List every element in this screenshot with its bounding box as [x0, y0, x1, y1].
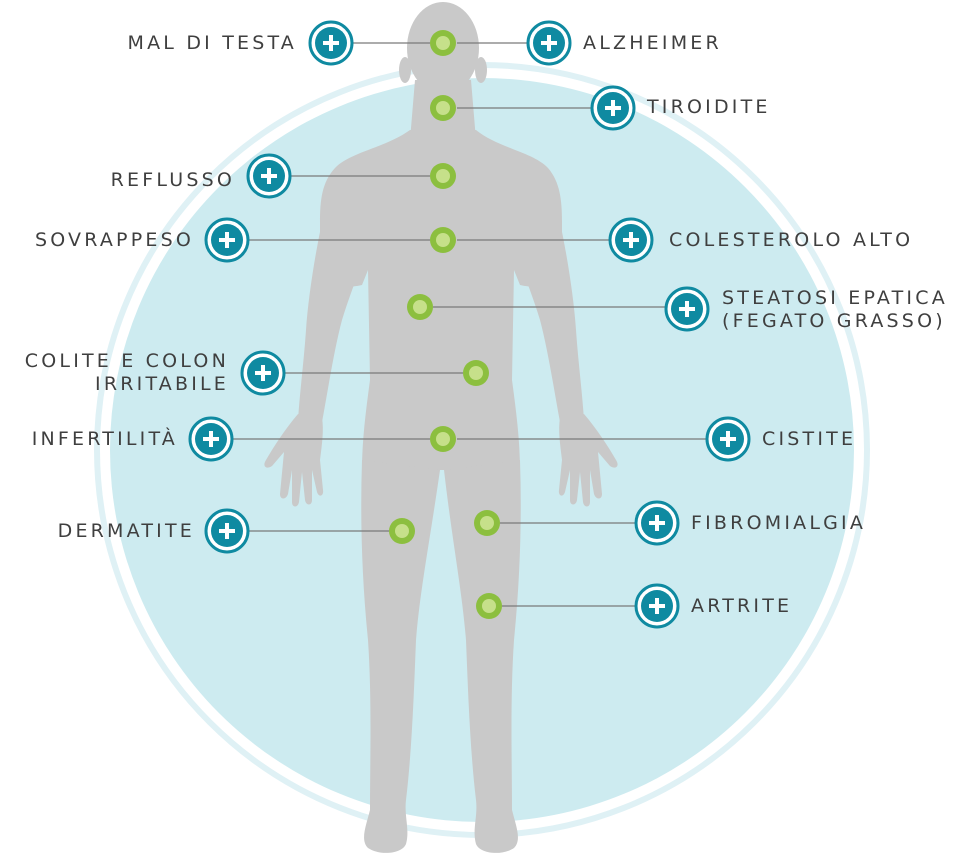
point-liver: [407, 294, 433, 320]
plus-circle-icon-colite[interactable]: [242, 352, 284, 394]
point-upper-abdomen: [430, 227, 456, 253]
point-head: [430, 30, 456, 56]
label-reflusso[interactable]: REFLUSSO: [111, 169, 235, 192]
label-infertilita[interactable]: INFERTILITÀ: [32, 428, 178, 451]
label-sovrappeso[interactable]: SOVRAPPESO: [35, 229, 194, 252]
label-cistite[interactable]: CISTITE: [762, 428, 856, 451]
plus-circle-icon-alzheimer[interactable]: [528, 22, 570, 64]
plus-circle-icon-dermatite[interactable]: [206, 510, 248, 552]
plus-circle-icon-infertilita[interactable]: [190, 418, 232, 460]
label-steatosi-epatica[interactable]: STEATOSI EPATICA (FEGATO GRASSO): [722, 287, 948, 333]
point-neck: [430, 95, 456, 121]
plus-circle-icon-artrite[interactable]: [636, 585, 678, 627]
plus-circle-icon-colesterolo-alto[interactable]: [610, 219, 652, 261]
label-colesterolo-alto[interactable]: COLESTEROLO ALTO: [669, 229, 913, 252]
point-right-thigh: [474, 510, 500, 536]
label-dermatite[interactable]: DERMATITE: [58, 520, 195, 543]
label-colite[interactable]: COLITE E COLON IRRITABILE: [25, 350, 229, 396]
plus-circle-icon-sovrappeso[interactable]: [206, 219, 248, 261]
label-artrite[interactable]: ARTRITE: [691, 595, 792, 618]
label-alzheimer[interactable]: ALZHEIMER: [583, 32, 722, 55]
label-tiroidite[interactable]: TIROIDITE: [647, 96, 771, 119]
plus-circle-icon-fibromialgia[interactable]: [636, 502, 678, 544]
plus-circle-icon-cistite[interactable]: [707, 418, 749, 460]
plus-circle-icon-reflusso[interactable]: [248, 155, 290, 197]
plus-circle-icon-tiroidite[interactable]: [592, 87, 634, 129]
label-mal-di-testa[interactable]: MAL DI TESTA: [128, 32, 298, 55]
point-colon: [463, 360, 489, 386]
plus-circle-icon-mal-di-testa[interactable]: [310, 22, 352, 64]
point-pelvis: [430, 426, 456, 452]
point-knee: [476, 593, 502, 619]
point-chest: [430, 163, 456, 189]
point-left-thigh: [389, 518, 415, 544]
label-fibromialgia[interactable]: FIBROMIALGIA: [691, 512, 866, 535]
plus-circle-icon-steatosi-epatica[interactable]: [666, 288, 708, 330]
